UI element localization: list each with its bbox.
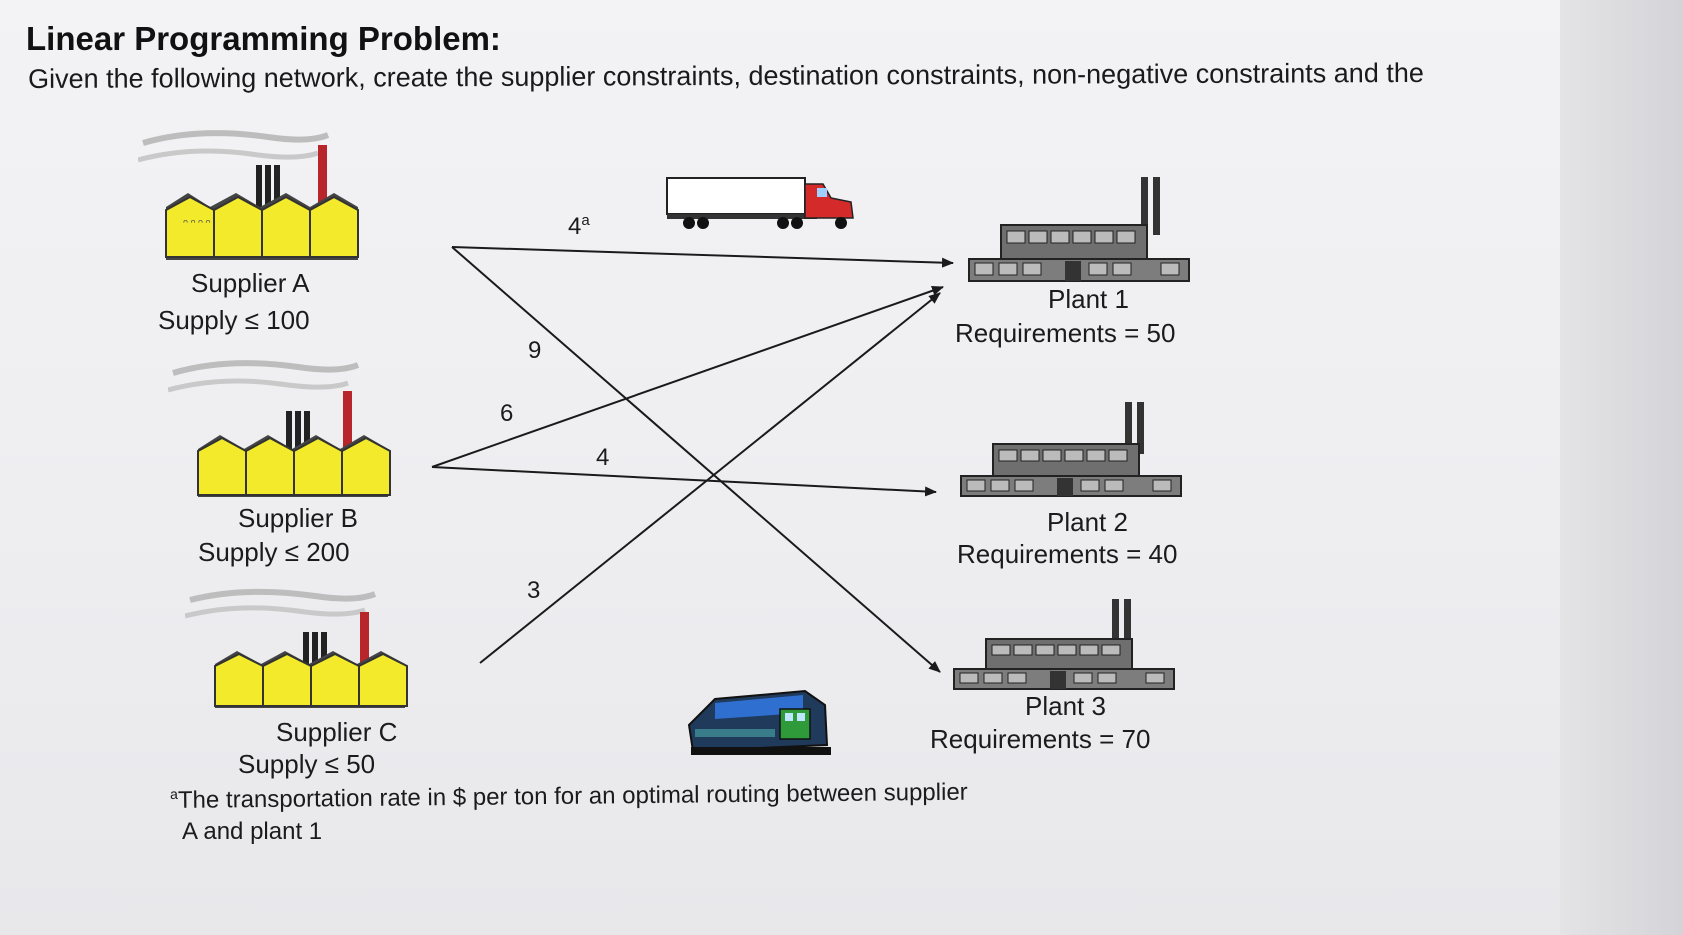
factory-icon: ᴖ ᴖ ᴖ ᴖ bbox=[138, 130, 359, 260]
supplier-a-name: Supplier A bbox=[191, 268, 310, 298]
plant-icon bbox=[968, 177, 1190, 282]
plant-3-requirement: Requirements = 70 bbox=[930, 724, 1151, 754]
plant-2-requirement: Requirements = 40 bbox=[957, 539, 1178, 569]
route-label-b-plant2: 4 bbox=[596, 444, 610, 471]
route-label-a-plant1: 4a bbox=[568, 212, 590, 240]
footnote-marker: a bbox=[170, 785, 178, 802]
plant-2-name: Plant 2 bbox=[1047, 507, 1128, 537]
route-a-plant1 bbox=[451, 246, 954, 268]
plant-1-requirement: Requirements = 50 bbox=[955, 318, 1176, 348]
svg-text:ᴖ ᴖ ᴖ ᴖ: ᴖ ᴖ ᴖ ᴖ bbox=[183, 217, 211, 227]
supplier-c-supply: Supply ≤ 50 bbox=[238, 749, 376, 779]
train-icon bbox=[687, 689, 831, 755]
supplier-b-name: Supplier B bbox=[238, 503, 358, 533]
factory-icon bbox=[168, 360, 391, 497]
route-b-plant2 bbox=[431, 466, 937, 497]
route-c-plant1 bbox=[479, 292, 941, 664]
footnote-line-2: A and plant 1 bbox=[182, 818, 323, 845]
plant-3-name: Plant 3 bbox=[1025, 691, 1106, 721]
page-title: Linear Programming Problem: bbox=[26, 20, 501, 57]
plant-icon bbox=[953, 599, 1175, 690]
route-b-plant1 bbox=[431, 285, 944, 468]
route-label-a-plant3: 9 bbox=[528, 337, 542, 364]
supplier-c-name: Supplier C bbox=[276, 717, 398, 747]
factory-icon bbox=[185, 588, 408, 708]
supplier-b-supply: Supply ≤ 200 bbox=[198, 537, 350, 567]
plant-icon bbox=[960, 402, 1182, 497]
route-label-b-plant1: 6 bbox=[500, 400, 514, 427]
route-label-c-plant1: 3 bbox=[527, 577, 541, 604]
truck-icon bbox=[666, 177, 854, 229]
supplier-a-supply: Supply ≤ 100 bbox=[158, 305, 310, 335]
screen-edge bbox=[1560, 0, 1683, 935]
plant-1-name: Plant 1 bbox=[1048, 284, 1129, 314]
route-a-plant3 bbox=[451, 246, 941, 673]
